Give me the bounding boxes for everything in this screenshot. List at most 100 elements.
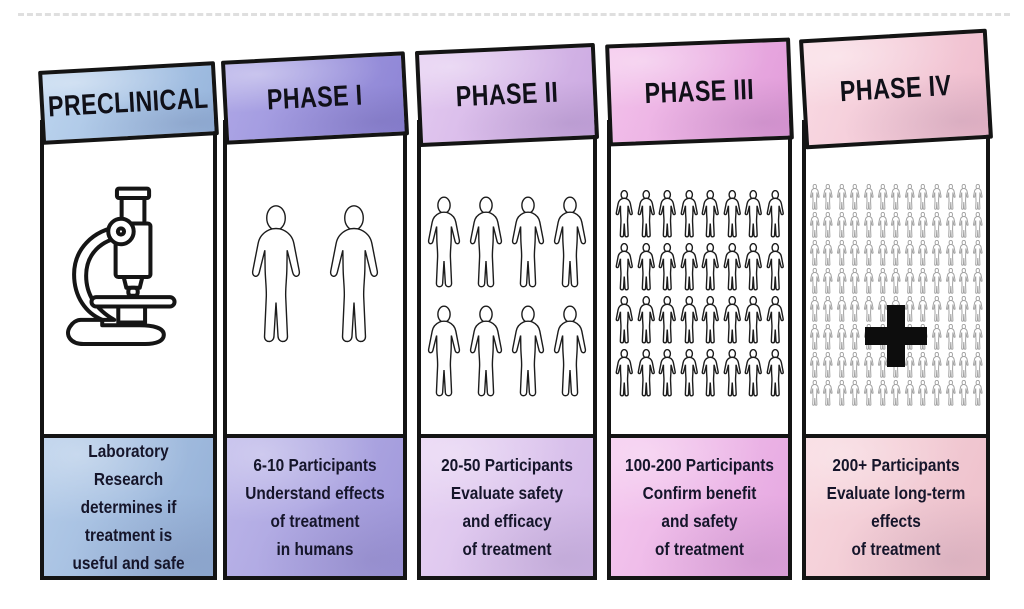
person-figure bbox=[808, 352, 822, 379]
header-band: PHASE IV bbox=[798, 28, 994, 150]
person-figure bbox=[971, 296, 985, 323]
person-figure bbox=[930, 240, 944, 267]
person-figure bbox=[889, 184, 903, 211]
description-text: 200+ Participants Evaluate long-term eff… bbox=[826, 455, 966, 559]
person-figure bbox=[679, 349, 700, 399]
person-figure bbox=[930, 184, 944, 211]
person-figure bbox=[324, 204, 384, 351]
person-figure bbox=[821, 212, 835, 239]
person-figure bbox=[700, 296, 721, 346]
person-figure bbox=[808, 240, 822, 267]
person-figure bbox=[821, 324, 835, 351]
person-figure bbox=[743, 243, 764, 293]
person-figure bbox=[821, 184, 835, 211]
person-figure bbox=[808, 212, 822, 239]
person-figure bbox=[916, 240, 930, 267]
person-figure bbox=[835, 240, 849, 267]
person-figure bbox=[765, 190, 786, 240]
person-figure bbox=[957, 296, 971, 323]
person-figure bbox=[722, 243, 743, 293]
person-figure bbox=[722, 349, 743, 399]
person-figure bbox=[930, 296, 944, 323]
person-figure bbox=[743, 190, 764, 240]
person-figure bbox=[876, 268, 890, 295]
description-box: 6-10 Participants Understand effects of … bbox=[223, 434, 407, 580]
person-figure bbox=[636, 243, 657, 293]
person-figure bbox=[657, 296, 678, 346]
person-figure bbox=[466, 305, 506, 402]
person-figure bbox=[808, 380, 822, 407]
description-box: Laboratory Research determines if treatm… bbox=[40, 434, 217, 580]
person-figure bbox=[835, 296, 849, 323]
person-figure bbox=[700, 243, 721, 293]
person-figure bbox=[889, 240, 903, 267]
person-figure bbox=[765, 243, 786, 293]
person-figure bbox=[889, 380, 903, 407]
person-figure bbox=[971, 240, 985, 267]
description-text: Laboratory Research determines if treatm… bbox=[72, 441, 185, 573]
person-figure bbox=[508, 305, 548, 402]
person-figure bbox=[835, 184, 849, 211]
person-figure bbox=[903, 184, 917, 211]
person-figure bbox=[700, 349, 721, 399]
person-figure bbox=[876, 380, 890, 407]
person-figure bbox=[614, 349, 635, 399]
person-figure bbox=[930, 352, 944, 379]
person-figure bbox=[957, 352, 971, 379]
column-preclinical: PRECLINICAL Laboratory Research determin… bbox=[38, 61, 219, 580]
person-figure bbox=[944, 184, 958, 211]
person-figure bbox=[722, 190, 743, 240]
person-figure bbox=[944, 324, 958, 351]
person-figure bbox=[550, 196, 590, 293]
phase-title: PHASE III bbox=[644, 73, 755, 110]
person-figure bbox=[930, 324, 944, 351]
person-figure bbox=[821, 296, 835, 323]
person-figure bbox=[944, 240, 958, 267]
person-figure bbox=[743, 296, 764, 346]
person-figure bbox=[971, 352, 985, 379]
person-figure bbox=[862, 380, 876, 407]
person-figure bbox=[808, 324, 822, 351]
microscope-icon bbox=[65, 186, 177, 347]
person-figure bbox=[636, 190, 657, 240]
person-figure bbox=[876, 184, 890, 211]
person-figure bbox=[971, 380, 985, 407]
person-figure bbox=[424, 305, 464, 402]
person-figure bbox=[930, 212, 944, 239]
person-figure bbox=[876, 212, 890, 239]
person-figure bbox=[679, 190, 700, 240]
person-figure bbox=[903, 240, 917, 267]
person-figure bbox=[848, 324, 862, 351]
person-figure bbox=[808, 268, 822, 295]
column-phase-4: PHASE IV 200+ Participants Evaluate long… bbox=[798, 28, 994, 580]
description-text: 6-10 Participants Understand effects of … bbox=[245, 455, 385, 559]
description-text: 20-50 Participants Evaluate safety and e… bbox=[441, 455, 573, 559]
person-figure bbox=[916, 184, 930, 211]
person-figure bbox=[743, 349, 764, 399]
person-figure bbox=[765, 349, 786, 399]
person-figure bbox=[424, 196, 464, 293]
person-figure bbox=[848, 240, 862, 267]
person-figure bbox=[916, 268, 930, 295]
person-figure bbox=[971, 324, 985, 351]
person-figure bbox=[848, 268, 862, 295]
person-figure bbox=[889, 268, 903, 295]
person-figure bbox=[835, 380, 849, 407]
person-figure bbox=[848, 184, 862, 211]
phase-title: PHASE II bbox=[455, 76, 559, 113]
person-figure bbox=[679, 243, 700, 293]
person-figure bbox=[550, 305, 590, 402]
person-figure bbox=[957, 184, 971, 211]
participants-figure-grid bbox=[614, 190, 785, 399]
person-figure bbox=[862, 268, 876, 295]
person-figure bbox=[835, 352, 849, 379]
person-figure bbox=[821, 268, 835, 295]
person-figure bbox=[971, 184, 985, 211]
participants-figure-grid bbox=[424, 196, 590, 402]
person-figure bbox=[971, 212, 985, 239]
person-figure bbox=[957, 212, 971, 239]
person-figure bbox=[944, 268, 958, 295]
person-figure bbox=[848, 352, 862, 379]
person-figure bbox=[957, 324, 971, 351]
